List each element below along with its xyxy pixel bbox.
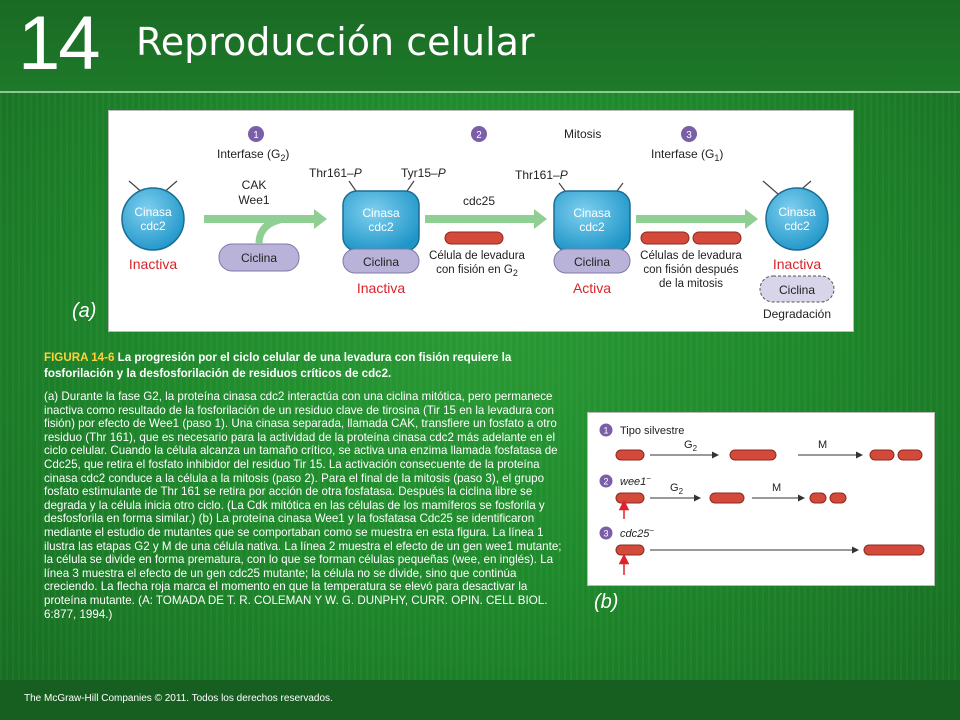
row1-cell (869, 449, 895, 461)
cell2-caption: de la mitosis (659, 278, 723, 290)
kinase2-antenna (348, 180, 357, 192)
green-arrow-3 (636, 209, 758, 229)
kinase1-label: Cinasa (134, 205, 172, 219)
step-3-number: 3 (686, 130, 692, 141)
cell-cycle-diagram: 1 2 3 Interfase (G2) Mitosis Interfase (… (121, 126, 835, 321)
row2-number: 2 (603, 477, 608, 487)
row3-cell (863, 544, 925, 556)
tyr15-label: Tyr15–P (401, 166, 446, 180)
yeast-cell-g2 (444, 231, 504, 245)
step-2-circle (471, 126, 487, 142)
row3-number: 3 (603, 529, 608, 539)
row2-cell (829, 492, 847, 504)
cell1-caption: con fisión en G2 (436, 264, 518, 278)
state-inactive-2: Inactiva (357, 280, 405, 296)
cyclin-degraded (759, 275, 835, 303)
cell2-caption: Células de levadura (640, 250, 742, 262)
cyclin-3 (553, 248, 631, 274)
kinase2-antenna (406, 180, 415, 192)
cyclin-2-label: Ciclina (363, 255, 399, 269)
figure-panel-b: 1 Tipo silvestre G2 M 2 wee1− G2 M 3 cdc… (587, 412, 935, 586)
yeast-daughter-cell (692, 231, 742, 245)
enzyme-cak: CAK (242, 178, 267, 192)
kinase4-label: cdc2 (784, 219, 810, 233)
cell2-caption: con fisión después (643, 264, 739, 276)
enzyme-wee1: Wee1 (238, 193, 269, 207)
caption-heading: FIGURA 14-6 La progresión por el ciclo c… (44, 350, 564, 382)
figure-caption: FIGURA 14-6 La progresión por el ciclo c… (44, 350, 564, 621)
kinase2-label: Cinasa (362, 206, 400, 220)
green-arrow-1 (204, 209, 327, 229)
degradation-label: Degradación (763, 307, 831, 321)
row1-g2: G2 (684, 439, 698, 453)
row1-number: 1 (603, 426, 608, 436)
row2-cell (709, 492, 745, 504)
copyright-text: The McGraw-Hill Companies © 2011. Todos … (24, 693, 333, 704)
chapter-title: Reproducción celular (136, 20, 535, 64)
row3-name: cdc25− (620, 526, 654, 540)
kinase2-label: cdc2 (368, 220, 394, 234)
kinase3-antenna (558, 182, 566, 192)
row2-m: M (772, 482, 781, 494)
mutant-comparison-diagram: 1 Tipo silvestre G2 M 2 wee1− G2 M 3 cdc… (599, 423, 925, 575)
kinase3-label: Cinasa (573, 206, 611, 220)
step-1-number: 1 (253, 130, 259, 141)
cyclin-1-label: Ciclina (241, 251, 277, 265)
phase-mitosis: Mitosis (564, 127, 601, 141)
row3-cell (615, 544, 645, 556)
chapter-number: 14 (18, 1, 101, 86)
kinase4-label: Cinasa (778, 205, 816, 219)
row1-number-circle (599, 423, 613, 437)
header-divider (0, 91, 960, 93)
row1-cell (615, 449, 645, 461)
panel-b-label: (b) (594, 591, 619, 613)
thr161-label-1: Thr161–P (309, 166, 362, 180)
row1-name: Tipo silvestre (620, 425, 684, 437)
row1-m: M (818, 439, 827, 451)
step-2-number: 2 (476, 130, 482, 141)
cyclin-3-label: Ciclina (574, 255, 610, 269)
state-active: Activa (573, 280, 611, 296)
figure-title: La progresión por el ciclo celular de un… (44, 351, 512, 380)
enzyme-cdc25: cdc25 (463, 194, 495, 208)
kinase4-antenna (762, 180, 779, 195)
row1-cell (897, 449, 923, 461)
thr161-label-2: Thr161–P (515, 168, 568, 182)
kinase3-antenna (616, 182, 624, 192)
row2-g2: G2 (670, 482, 684, 496)
green-arrow-2 (425, 209, 547, 229)
cyclin-degraded-label: Ciclina (779, 283, 815, 297)
kinase1-sphere (121, 187, 185, 251)
kinase3-label: cdc2 (579, 220, 605, 234)
kinase1-label: cdc2 (140, 219, 166, 233)
row2-cell (809, 492, 827, 504)
state-inactive-1: Inactiva (129, 256, 177, 272)
row2-cell (615, 492, 645, 504)
row2-name: wee1− (620, 474, 651, 488)
kinase4-sphere (765, 187, 829, 251)
phase-interfase-g1: Interfase (G1) (651, 147, 723, 163)
state-inactive-3: Inactiva (773, 256, 821, 272)
cell1-caption: Célula de levadura (429, 250, 526, 262)
figure-number: FIGURA 14-6 (44, 351, 115, 364)
cyclin-2 (342, 248, 420, 274)
slide-footer (0, 680, 960, 720)
cyclin-join-arrow (255, 215, 285, 245)
step-3-circle (681, 126, 697, 142)
row1-cell (729, 449, 777, 461)
caption-body: (a) Durante la fase G2, la proteína cina… (44, 390, 562, 621)
row3-number-circle (599, 526, 613, 540)
step-1-circle (248, 126, 264, 142)
yeast-daughter-cell (640, 231, 690, 245)
figure-panel-a: 1 2 3 Interfase (G2) Mitosis Interfase (… (108, 110, 854, 332)
slide-header: 14 Reproducción celular (0, 0, 960, 92)
phase-interfase-g2: Interfase (G2) (217, 147, 289, 163)
panel-a-label: (a) (72, 300, 97, 322)
row2-number-circle (599, 474, 613, 488)
